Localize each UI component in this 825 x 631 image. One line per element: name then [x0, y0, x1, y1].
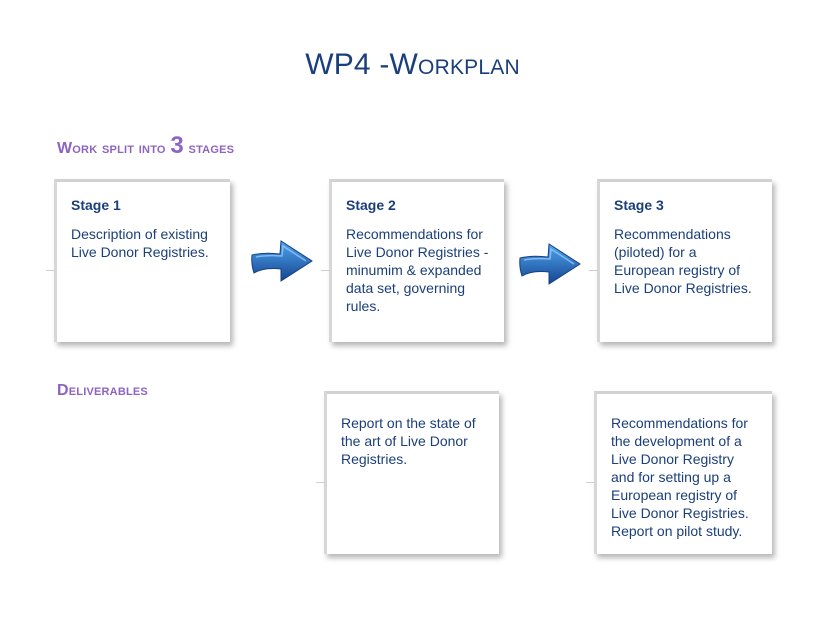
deliverable-stage-3-card: Recommendations for the development of a…: [586, 391, 772, 554]
stage-2-card: Stage 2 Recommendations for Live Donor R…: [321, 179, 504, 342]
deliverable-text: Recommendations for the development of a…: [611, 415, 749, 539]
deliverable-text: Report on the state of the art of Live D…: [341, 415, 476, 467]
stage-label: Stage 1: [71, 197, 121, 213]
right-arrow-icon: [251, 240, 313, 282]
right-arrow-icon: [519, 243, 581, 285]
section-number: 3: [170, 132, 184, 159]
title-main: WP4 -: [305, 48, 390, 81]
section-suffix: stages: [183, 140, 235, 157]
stage-3-card: Stage 3 Recommendations (piloted) for a …: [589, 179, 772, 342]
stage-label: Stage 2: [346, 197, 396, 213]
stage-1-card: Stage 1 Description of existing Live Don…: [46, 179, 230, 342]
stage-label: Stage 3: [614, 197, 664, 213]
section-prefix: Work split into: [57, 140, 171, 157]
section-heading-deliverables: Deliverables: [57, 382, 148, 399]
stage-description: Description of existing Live Donor Regis…: [71, 226, 209, 260]
page-title: WP4 -Workplan: [0, 48, 825, 82]
title-smallcaps: Workplan: [389, 48, 520, 81]
deliverable-stage-2-card: Report on the state of the art of Live D…: [316, 391, 499, 554]
section-heading-work-split: Work split into 3 stages: [57, 132, 234, 160]
stage-description: Recommendations (piloted) for a European…: [614, 226, 752, 296]
stage-description: Recommendations for Live Donor Registrie…: [346, 226, 489, 314]
